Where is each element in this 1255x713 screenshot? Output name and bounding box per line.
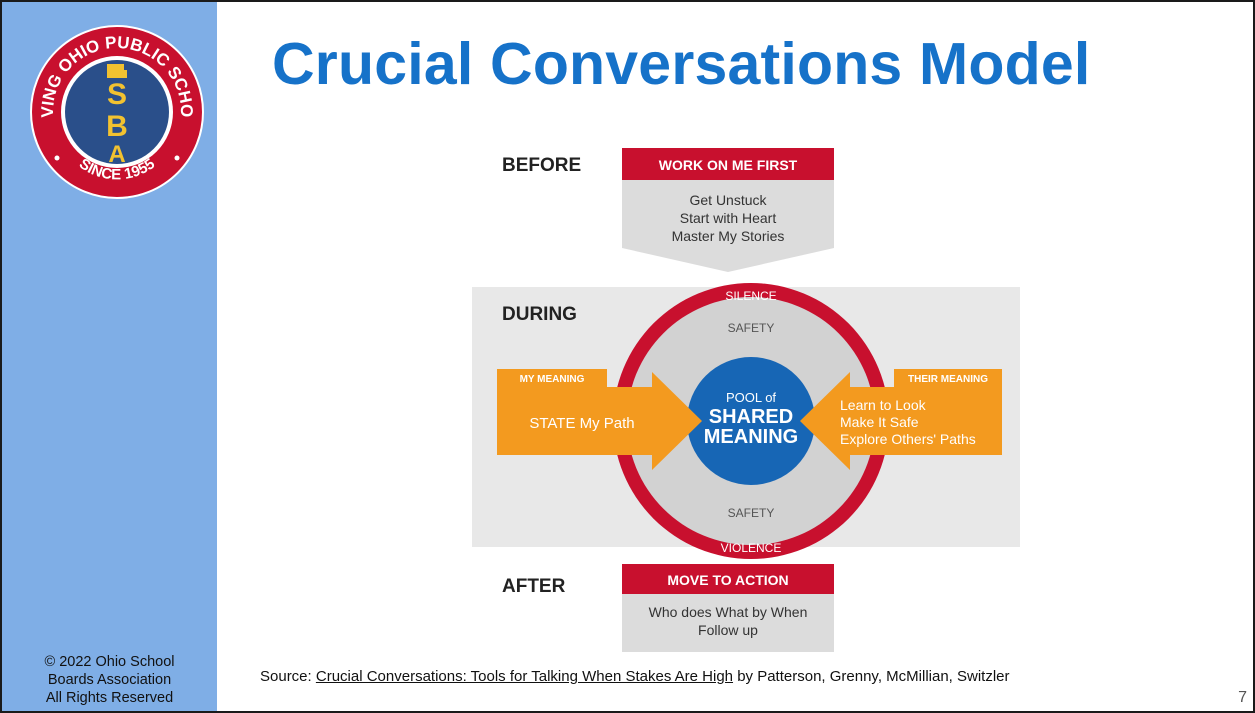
source-suffix: by Patterson, Grenny, McMillian, Switzle… bbox=[733, 668, 1010, 685]
after-box bbox=[622, 594, 834, 652]
osba-logo: SERVING OHIO PUBLIC SCHOOLS SINCE 1955 S… bbox=[27, 12, 204, 199]
safety-top-text: SAFETY bbox=[728, 321, 775, 335]
logo-letter-a: A bbox=[108, 141, 125, 168]
source-book-link[interactable]: Crucial Conversations: Tools for Talking… bbox=[315, 668, 734, 685]
copyright-line-1: © 2022 Ohio School bbox=[44, 654, 175, 670]
their-item-2: Make It Safe bbox=[840, 414, 919, 430]
my-meaning-arrow bbox=[497, 372, 702, 470]
after-item-2: Follow up bbox=[698, 622, 758, 638]
page-number: 7 bbox=[1238, 689, 1247, 706]
their-meaning-label: THEIR MEANING bbox=[908, 374, 988, 385]
pool-line-2: SHARED bbox=[709, 406, 793, 428]
copyright-line-3: All Rights Reserved bbox=[45, 690, 174, 706]
their-meaning-tab bbox=[894, 369, 1002, 387]
their-item-3: Explore Others' Paths bbox=[840, 431, 976, 447]
silence-text: SILENCE bbox=[725, 289, 776, 303]
before-header-box bbox=[622, 148, 834, 180]
before-label: BEFORE bbox=[502, 155, 581, 176]
copyright-line-2: Boards Association bbox=[47, 672, 172, 688]
after-item-1: Who does What by When bbox=[649, 604, 808, 620]
before-arrow-box bbox=[622, 180, 834, 272]
pool-line-3: MEANING bbox=[704, 426, 798, 448]
pool-line-1: POOL of bbox=[726, 390, 776, 405]
my-meaning-label: MY MEANING bbox=[520, 374, 585, 385]
before-item-2: Start with Heart bbox=[680, 210, 777, 226]
before-header: WORK ON ME FIRST bbox=[659, 157, 798, 173]
copyright-notice: © 2022 Ohio School Boards Association Al… bbox=[2, 653, 217, 707]
violence-text: VIOLENCE bbox=[721, 541, 782, 555]
source-prefix: Source: bbox=[260, 668, 316, 685]
pool-circle bbox=[687, 357, 815, 485]
after-header-box bbox=[622, 564, 834, 594]
crucial-conversations-diagram: BEFORE WORK ON ME FIRST Get Unstuck Star… bbox=[472, 148, 1020, 652]
their-item-1: Learn to Look bbox=[840, 397, 927, 413]
before-item-1: Get Unstuck bbox=[689, 192, 767, 208]
slide-title: Crucial Conversations Model bbox=[272, 31, 1091, 97]
during-label: DURING bbox=[502, 304, 577, 325]
my-path-text: STATE My Path bbox=[529, 415, 634, 432]
logo-letter-s: S bbox=[107, 78, 127, 111]
before-item-3: Master My Stories bbox=[672, 228, 785, 244]
sidebar: SERVING OHIO PUBLIC SCHOOLS SINCE 1955 S… bbox=[2, 2, 217, 711]
my-meaning-tab bbox=[497, 369, 607, 387]
logo-letter-b: B bbox=[106, 110, 128, 143]
source-citation: Source: Crucial Conversations: Tools for… bbox=[260, 668, 1010, 685]
after-label: AFTER bbox=[502, 576, 566, 597]
ohio-shape-icon bbox=[107, 64, 127, 78]
after-header: MOVE TO ACTION bbox=[667, 572, 788, 588]
their-meaning-arrow bbox=[800, 372, 1002, 470]
safety-bottom-text: SAFETY bbox=[728, 506, 775, 520]
